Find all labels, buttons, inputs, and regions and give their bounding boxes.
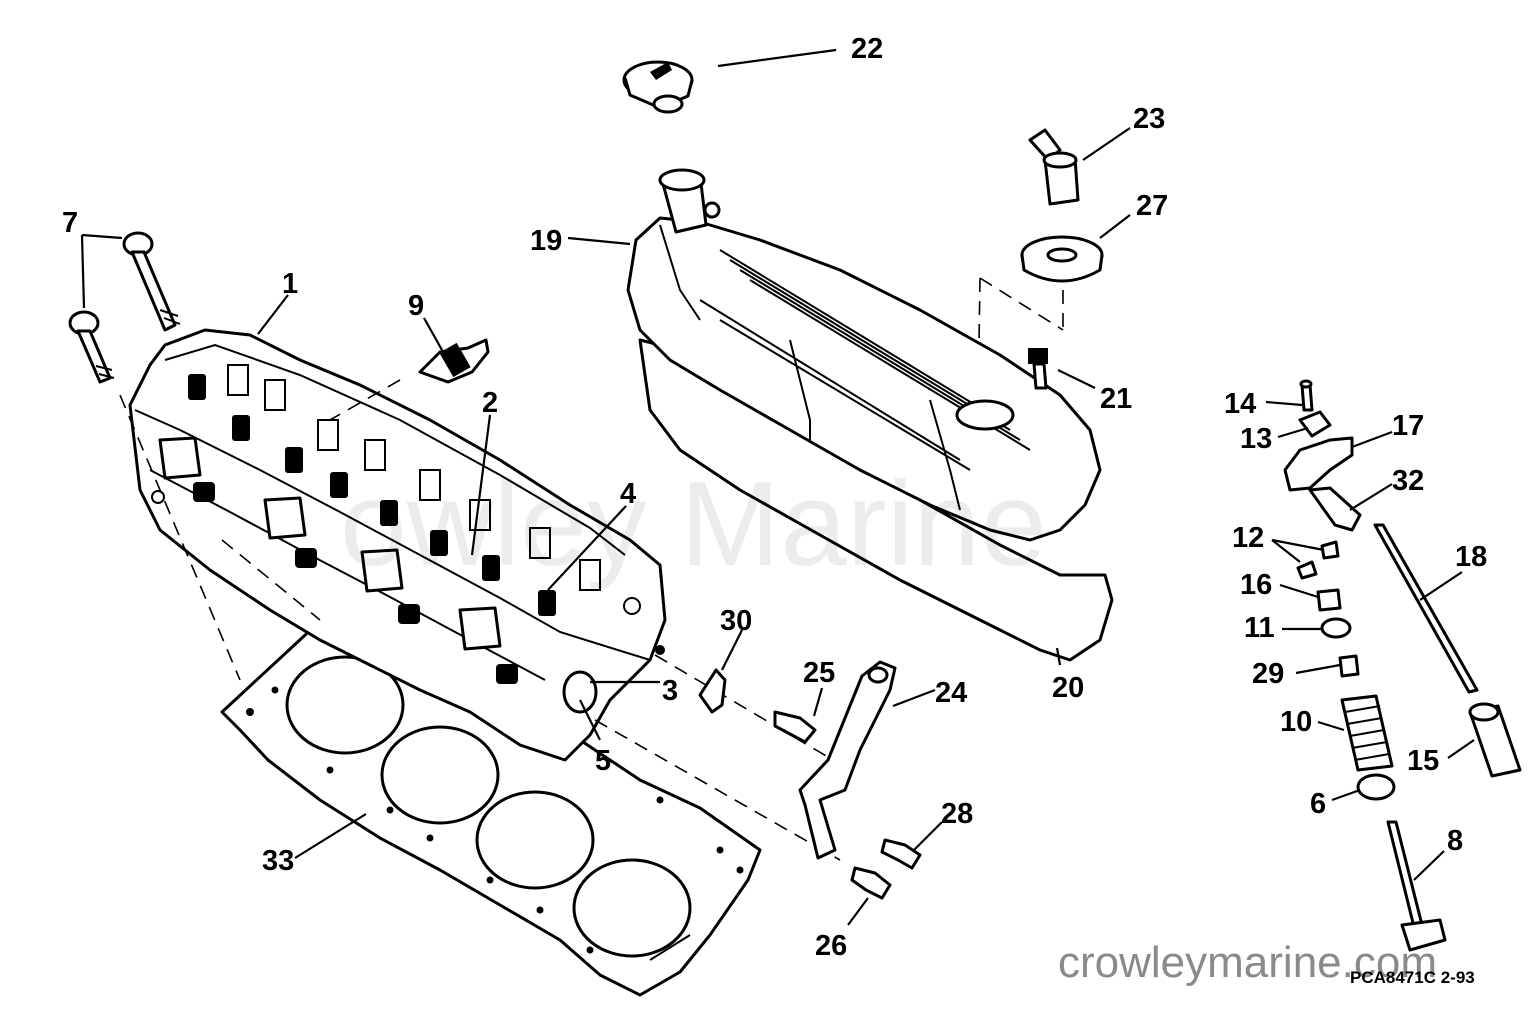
callout-1: 1 bbox=[282, 268, 298, 300]
site-label: crowleymarine.com bbox=[1058, 938, 1437, 987]
cylinder-head bbox=[128, 328, 667, 762]
callout-27: 27 bbox=[1136, 190, 1168, 222]
valve-train bbox=[1283, 379, 1522, 952]
oil-filler-cap bbox=[622, 60, 694, 114]
callout-13: 13 bbox=[1240, 423, 1272, 455]
grommet bbox=[1020, 235, 1104, 283]
callout-29: 29 bbox=[1252, 658, 1284, 690]
callout-11: 11 bbox=[1244, 612, 1275, 644]
callout-28: 28 bbox=[941, 798, 973, 830]
callout-16: 16 bbox=[1240, 569, 1272, 601]
callout-25: 25 bbox=[803, 657, 835, 689]
callouts: 22 23 27 19 21 7 1 9 2 4 3 5 30 25 24 28… bbox=[62, 33, 1487, 962]
callout-6: 6 bbox=[1310, 788, 1326, 820]
assembly-lines bbox=[119, 277, 1064, 861]
callout-21: 21 bbox=[1100, 383, 1132, 415]
callout-3: 3 bbox=[662, 675, 678, 707]
callout-17: 17 bbox=[1392, 410, 1424, 442]
screw-25 bbox=[773, 710, 817, 744]
screw-26 bbox=[850, 866, 892, 900]
callout-32: 32 bbox=[1392, 465, 1424, 497]
screw-28 bbox=[880, 838, 922, 870]
clip bbox=[698, 668, 727, 714]
figure-code: PCA8471C 2-93 bbox=[1350, 968, 1475, 987]
callout-15: 15 bbox=[1407, 745, 1439, 777]
callout-23: 23 bbox=[1133, 103, 1165, 135]
callout-24: 24 bbox=[935, 677, 967, 709]
callout-10: 10 bbox=[1280, 706, 1312, 738]
head-bolts bbox=[68, 231, 181, 384]
callout-22: 22 bbox=[851, 33, 883, 65]
callout-2: 2 bbox=[482, 387, 498, 419]
callout-8: 8 bbox=[1447, 825, 1463, 857]
cover-screw bbox=[1028, 348, 1048, 390]
head-gasket bbox=[220, 610, 762, 997]
callout-33: 33 bbox=[262, 845, 294, 877]
callout-4: 4 bbox=[620, 478, 636, 510]
leader-lines bbox=[80, 48, 1475, 926]
callout-26: 26 bbox=[815, 930, 847, 962]
valve-cover bbox=[626, 168, 1102, 542]
callout-12: 12 bbox=[1232, 522, 1264, 554]
callout-7: 7 bbox=[62, 207, 78, 239]
spark-plug bbox=[418, 338, 490, 384]
watermark: owley Marine bbox=[340, 457, 1047, 591]
callout-14: 14 bbox=[1224, 388, 1256, 420]
bracket bbox=[798, 660, 897, 860]
callout-5: 5 bbox=[595, 745, 611, 777]
callout-30: 30 bbox=[720, 605, 752, 637]
callout-20: 20 bbox=[1052, 672, 1084, 704]
pcv-valve bbox=[1028, 128, 1080, 206]
callout-9: 9 bbox=[408, 290, 424, 322]
callout-19: 19 bbox=[530, 225, 562, 257]
callout-18: 18 bbox=[1455, 541, 1487, 573]
